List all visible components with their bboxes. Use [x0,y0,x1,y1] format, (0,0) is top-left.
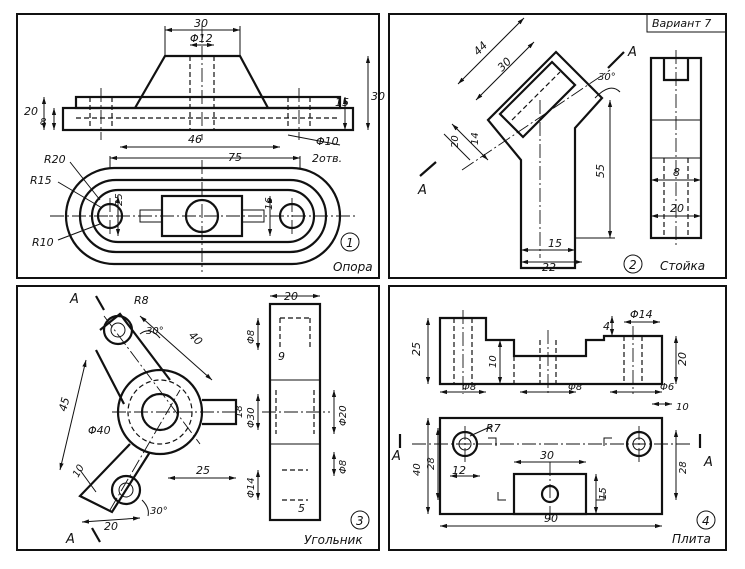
dim-angle-30: 30° [146,326,164,337]
panel-2-number-circle [623,254,643,274]
dim-phi8: Φ8 [462,382,476,393]
dim-16: 16 [264,197,275,210]
dim-45: 45 [56,396,72,413]
holes-count: 2отв. [312,152,342,165]
dim-10-offset: 10 [676,402,689,413]
section-a-label-top: A [69,292,79,307]
stoika-main-view [419,17,625,270]
dim-20-top: 20 [284,290,298,303]
panel-3-ugolnik: R8 30° 40 45 Φ40 10 25 20 30° A A [16,285,380,551]
dim-phi14: Φ14 [630,308,653,321]
panel-4-number-circle [696,510,716,530]
dim-phi40: Φ40 [88,424,111,437]
section-a-label-right: A [703,455,713,470]
dim-55: 55 [594,164,607,178]
dim-30: 30 [540,449,554,462]
ugolnik-main-view [59,295,240,543]
dim-phi10: Φ10 [316,135,339,148]
dim-r15: R15 [30,174,52,187]
dim-5: 5 [298,502,305,515]
dim-angle-30: 30° [598,72,616,83]
panel-3-title: Угольник [304,533,363,547]
dim-phi6: Φ6 [660,382,674,393]
plita-front-view [425,310,679,395]
dim-25: 25 [196,464,210,477]
section-a-label-bottom: A [65,532,75,547]
dim-20: 20 [676,352,689,366]
section-a-label-top: A [627,45,637,60]
dim-90: 90 [544,512,558,525]
panel-3-number: 3 [356,514,364,528]
dim-15: 15 [548,237,562,250]
variant-label: Вариант 7 [652,17,711,30]
dim-30: 30 [194,17,208,30]
panel-1-title: Опора [333,260,373,274]
section-a-arrow-bottom [419,161,437,177]
dim-phi12: Φ12 [190,32,213,45]
section-a-arrow-bottom [91,527,101,543]
panel-1-number-circle [340,232,360,252]
dim-28: 28 [426,457,437,470]
dim-15: 15 [598,487,609,500]
dim-r7: R7 [486,422,501,435]
panel-4-title: Плита [672,532,711,546]
dim-22: 22 [542,261,556,274]
dim-20: 20 [104,520,118,533]
panel-4-number: 4 [702,514,710,528]
dim-r8: R8 [134,294,149,307]
dim-8: 8 [40,117,46,128]
panel-2-number: 2 [629,258,637,272]
dim-25: 25 [114,193,125,206]
ugolnik-side-view [255,293,337,522]
dim-angle-30b: 30° [150,506,168,517]
panel-1-opora: 30 Φ12 20 8 15 30 46 75 Φ10 2отв. [16,13,385,279]
panel-2-stoika: Вариант 7 44 30 30° 20 14 55 15 22 A A [388,13,727,279]
dim-4: 4 [603,320,610,333]
section-a-arrow-top [607,51,625,69]
dim-phi8b: Φ8 [568,382,582,393]
dim-8: 8 [673,166,680,179]
dim-12: 12 [452,464,466,477]
variant-box [646,13,727,33]
dim-phi8: Φ8 [246,330,257,344]
section-a-label-left: A [391,449,401,464]
dim-phi30: Φ30 [246,407,257,428]
opora-top-view [50,155,355,272]
dim-20: 20 [24,105,38,118]
opora-front-view [41,24,371,150]
dim-40: 40 [412,463,423,476]
dim-20: 20 [450,135,461,148]
dim-20-side: 20 [670,202,684,215]
panel-3-frame [16,285,380,551]
panel-1-number: 1 [346,236,354,250]
panel-3-number-circle [350,510,370,530]
plita-top-view [398,401,702,529]
dim-phi14: Φ14 [246,477,257,498]
stoika-side-view [649,50,703,246]
dim-15: 15 [335,96,349,109]
dim-9: 9 [278,350,285,363]
dim-r10: R10 [32,236,54,249]
dim-30-height: 30 [371,90,385,103]
dim-18: 18 [234,405,245,418]
dim-phi20: Φ20 [338,405,349,426]
section-a-arrow-top [95,295,105,311]
dim-phi8b: Φ8 [338,460,349,474]
dim-14: 14 [470,132,481,145]
section-a-label-bottom: A [417,183,427,198]
dim-28-right: 28 [678,461,689,474]
dim-46: 46 [188,133,202,146]
panel-2-title: Стойка [660,259,705,273]
panel-4-plita: Φ14 4 25 10 20 Φ8 Φ8 Φ6 [388,285,727,551]
dim-r20: R20 [44,153,66,166]
dim-10: 10 [488,355,499,368]
dim-25: 25 [410,342,423,356]
